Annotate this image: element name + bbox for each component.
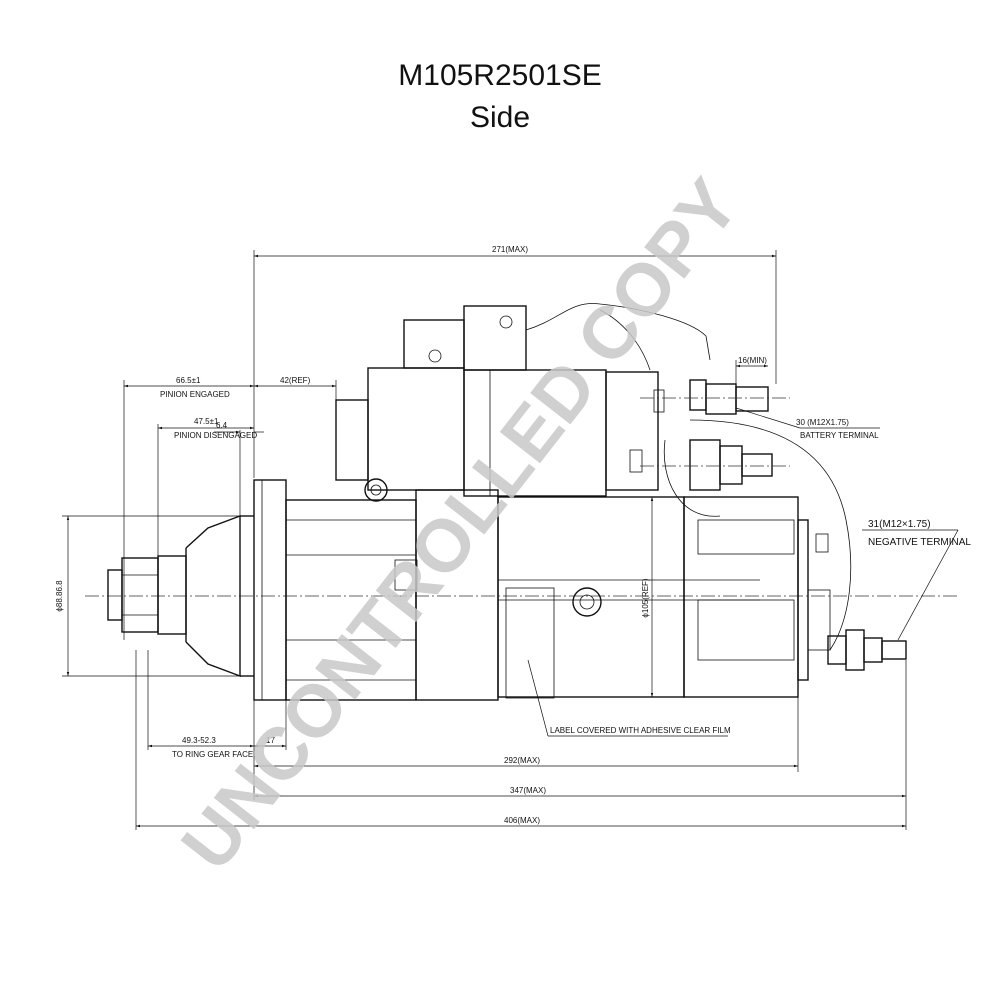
dim-negative-terminal: 31(M12×1.75) xyxy=(868,519,931,530)
dim-271: 271(MAX) xyxy=(492,245,528,254)
dim-dia-88: ϕ88.86.8 xyxy=(55,580,64,612)
dim-292: 292(MAX) xyxy=(504,756,540,765)
dim-engaged-label: PINION ENGAGED xyxy=(160,390,230,399)
dimension-labels: 271(MAX) 66.5±1 PINION ENGAGED 42(REF) 4… xyxy=(55,245,971,825)
drawing-subtitle: Side xyxy=(469,101,531,134)
dim-disengaged-label: PINION DISENGAGED xyxy=(174,431,257,440)
dim-dia-105: ϕ105(REF) xyxy=(641,578,650,617)
dim-disengaged: 47.5±1 xyxy=(194,417,219,426)
drawing-title: M105R2501SE xyxy=(398,59,602,92)
dim-battery-terminal: 30 (M12X1.75) xyxy=(796,418,849,427)
dim-406: 406(MAX) xyxy=(504,816,540,825)
dim-battery-terminal-label: BATTERY TERMINAL xyxy=(800,431,879,440)
dim-ring-gear: 49.3-52.3 xyxy=(182,736,216,745)
dim-6-4: 6.4 xyxy=(216,421,228,430)
dim-17: 17 xyxy=(266,736,275,745)
dim-negative-terminal-label: NEGATIVE TERMINAL xyxy=(868,537,971,548)
starter-body xyxy=(85,303,960,701)
dimension-lines xyxy=(62,250,959,830)
dim-16-min: 16(MIN) xyxy=(738,356,767,365)
dim-ring-gear-label: TO RING GEAR FACE xyxy=(172,750,253,759)
dim-engaged: 66.5±1 xyxy=(176,376,201,385)
dim-label-note: LABEL COVERED WITH ADHESIVE CLEAR FILM xyxy=(550,726,731,735)
dim-42-ref: 42(REF) xyxy=(280,376,311,385)
dim-347: 347(MAX) xyxy=(510,786,546,795)
